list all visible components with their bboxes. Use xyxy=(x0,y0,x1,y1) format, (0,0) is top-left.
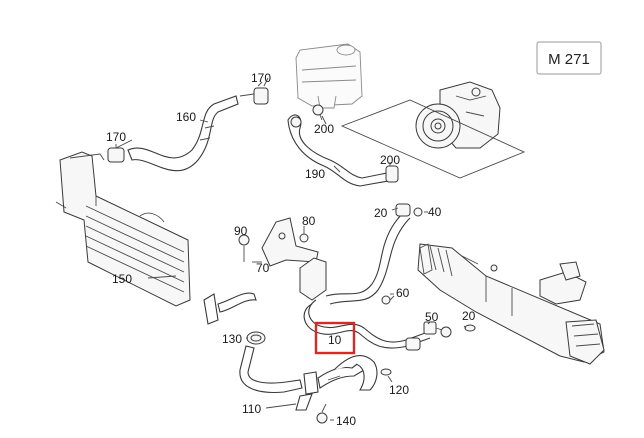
label-20-upper[interactable]: 20 xyxy=(374,206,388,220)
label-60[interactable]: 60 xyxy=(396,286,410,300)
hose-110 xyxy=(239,345,378,411)
label-200-right[interactable]: 200 xyxy=(380,153,400,167)
label-120[interactable]: 120 xyxy=(389,383,409,397)
callout-frame xyxy=(340,99,526,179)
label-170-left[interactable]: 170 xyxy=(106,130,126,144)
ring-120 xyxy=(380,368,392,376)
leader-lines xyxy=(115,81,467,421)
label-10[interactable]: 10 xyxy=(328,333,342,347)
part-labels: 170 160 170 200 200 190 20 40 90 80 70 1… xyxy=(106,71,476,428)
model-label: M 271 xyxy=(548,51,590,68)
bracket-70 xyxy=(238,217,327,301)
label-110[interactable]: 110 xyxy=(242,402,261,416)
label-50[interactable]: 50 xyxy=(425,310,439,324)
steering-gear xyxy=(417,243,605,365)
label-130[interactable]: 130 xyxy=(222,332,242,346)
label-200-top[interactable]: 200 xyxy=(314,122,334,136)
clamp-130 xyxy=(246,331,266,345)
bolt-140 xyxy=(316,403,328,424)
label-70[interactable]: 70 xyxy=(256,261,270,275)
line-10 xyxy=(303,203,431,351)
label-140[interactable]: 140 xyxy=(336,414,356,428)
label-190[interactable]: 190 xyxy=(305,167,325,181)
hose-160 xyxy=(127,95,239,172)
label-20-lower[interactable]: 20 xyxy=(462,309,476,323)
clamp-170-left xyxy=(107,144,125,163)
cooler-150 xyxy=(55,151,257,325)
label-150[interactable]: 150 xyxy=(112,272,132,286)
label-40[interactable]: 40 xyxy=(428,205,442,219)
highlight-box xyxy=(314,321,356,355)
pump-drawing xyxy=(415,81,501,149)
label-80[interactable]: 80 xyxy=(302,214,316,228)
clamp-170-top xyxy=(239,77,269,105)
reservoir-drawing xyxy=(295,43,363,109)
label-160[interactable]: 160 xyxy=(176,110,196,124)
label-90[interactable]: 90 xyxy=(234,224,248,238)
hose-190 xyxy=(287,104,399,187)
model-badge: M 271 xyxy=(536,41,602,75)
fitting-50 xyxy=(423,321,476,338)
label-170-top[interactable]: 170 xyxy=(251,71,271,85)
